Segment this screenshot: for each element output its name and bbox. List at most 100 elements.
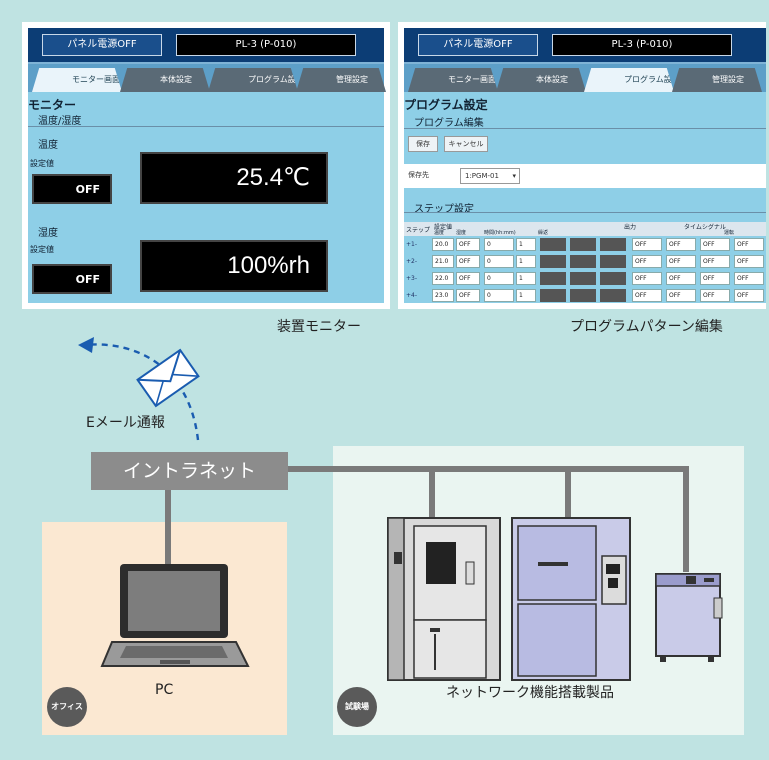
humidity-setpoint[interactable]: OFF <box>32 264 112 294</box>
step-output-select[interactable]: OFF <box>700 289 730 302</box>
step-output-select[interactable]: OFF <box>666 255 696 268</box>
tab-program-settings[interactable]: プログラム設定 <box>584 68 674 92</box>
tab-monitor[interactable]: モニター画面 <box>32 68 122 92</box>
test-chamber-wide-icon <box>511 517 631 681</box>
wire-to-product-2 <box>565 466 571 518</box>
step-repeat-input[interactable]: 1 <box>516 255 536 268</box>
step-output-select[interactable]: OFF <box>700 255 730 268</box>
step-repeat-input[interactable]: 1 <box>516 289 536 302</box>
step-output-select[interactable]: OFF <box>666 238 696 251</box>
step-output-select[interactable]: OFF <box>700 238 730 251</box>
program-display: PL-3 (P-010) <box>176 34 356 56</box>
humidity-reading: 100%rh <box>140 240 328 292</box>
step-output-select[interactable]: OFF <box>734 289 764 302</box>
step-output-select[interactable]: OFF <box>632 272 662 285</box>
header-operation: 運転 <box>724 230 735 236</box>
temperature-setpoint[interactable]: OFF <box>32 174 112 204</box>
step-output-select[interactable]: OFF <box>700 272 730 285</box>
divider <box>404 128 766 129</box>
step-output-select[interactable]: OFF <box>632 289 662 302</box>
destination-label: 保存先 <box>408 171 429 179</box>
step-disabled-cell <box>600 238 626 251</box>
step-time-input[interactable]: 0 <box>484 255 514 268</box>
step-repeat-input[interactable]: 1 <box>516 238 536 251</box>
destination-value: 1:PGM-01 <box>465 172 499 180</box>
divider <box>28 126 384 127</box>
header-repeat: 繰返 <box>538 230 549 236</box>
step-output-select[interactable]: OFF <box>632 255 662 268</box>
save-button[interactable]: 保存 <box>408 136 438 152</box>
humidity-heading: 湿度 <box>38 228 58 239</box>
laptop-pc-icon <box>100 564 250 667</box>
temperature-heading: 温度 <box>38 140 58 151</box>
program-edit-section: プログラム編集 <box>414 118 484 129</box>
temperature-setpoint-label: 設定値 <box>30 159 54 168</box>
step-humidity-input[interactable]: OFF <box>456 255 480 268</box>
test-chamber-tall-icon <box>387 517 501 681</box>
tab-admin-settings[interactable]: 管理設定 <box>672 68 762 92</box>
header-step: ステップ <box>406 227 431 234</box>
page-title: プログラム設定 <box>404 98 488 112</box>
step-label[interactable]: +1- <box>406 241 418 248</box>
tab-program-settings[interactable]: プログラム設定 <box>208 68 298 92</box>
step-label[interactable]: +4- <box>406 292 418 299</box>
step-repeat-input[interactable]: 1 <box>516 272 536 285</box>
tab-main-settings[interactable]: 本体設定 <box>496 68 586 92</box>
program-caption: プログラムパターン編集 <box>570 319 723 335</box>
tab-admin-settings[interactable]: 管理設定 <box>296 68 386 92</box>
step-disabled-cell <box>600 289 626 302</box>
step-time-input[interactable]: 0 <box>484 289 514 302</box>
panel-power-button[interactable]: パネル電源OFF <box>418 34 538 56</box>
tab-monitor[interactable]: モニター画面 <box>408 68 498 92</box>
step-label[interactable]: +2- <box>406 258 418 265</box>
step-humidity-input[interactable]: OFF <box>456 238 480 251</box>
step-time-input[interactable]: 0 <box>484 238 514 251</box>
email-caption: Eメール通報 <box>86 415 165 431</box>
step-humidity-input[interactable]: OFF <box>456 289 480 302</box>
step-output-select[interactable]: OFF <box>632 238 662 251</box>
step-output-select[interactable]: OFF <box>666 272 696 285</box>
step-disabled-cell <box>570 272 596 285</box>
header-time-signal: タイムシグナル <box>684 224 726 231</box>
step-output-select[interactable]: OFF <box>734 272 764 285</box>
step-disabled-cell <box>540 272 566 285</box>
step-temp-input[interactable]: 23.0 <box>432 289 454 302</box>
title-bar: パネル電源OFF PL-3 (P-010) <box>28 28 384 64</box>
step-output-select[interactable]: OFF <box>734 238 764 251</box>
step-humidity-input[interactable]: OFF <box>456 272 480 285</box>
temperature-reading: 25.4℃ <box>140 152 328 204</box>
tab-main-settings[interactable]: 本体設定 <box>120 68 210 92</box>
chevron-down-icon: ▾ <box>512 172 516 180</box>
step-time-input[interactable]: 0 <box>484 272 514 285</box>
test-chamber-small-icon <box>655 573 723 662</box>
step-label[interactable]: +3- <box>406 275 418 282</box>
step-temp-input[interactable]: 21.0 <box>432 255 454 268</box>
header-temperature: 温度 <box>434 230 445 236</box>
header-setpoint: 設定値 <box>434 224 453 231</box>
step-disabled-cell <box>570 255 596 268</box>
cancel-button[interactable]: キャンセル <box>444 136 488 152</box>
header-humidity: 湿度 <box>456 230 467 236</box>
destination-select[interactable]: 1:PGM-01 ▾ <box>460 168 520 184</box>
tab-bar: モニター画面 本体設定 プログラム設定 管理設定 <box>404 64 766 92</box>
step-disabled-cell <box>570 289 596 302</box>
destination-bar: 保存先 1:PGM-01 ▾ <box>404 164 766 188</box>
step-disabled-cell <box>540 238 566 251</box>
intranet-box: イントラネット <box>91 452 288 490</box>
wire-to-product-3 <box>683 466 689 572</box>
step-temp-input[interactable]: 22.0 <box>432 272 454 285</box>
step-output-select[interactable]: OFF <box>734 255 764 268</box>
monitor-caption: 装置モニター <box>277 319 361 335</box>
step-temp-input[interactable]: 20.0 <box>432 238 454 251</box>
panel-power-button[interactable]: パネル電源OFF <box>42 34 162 56</box>
step-disabled-cell <box>570 238 596 251</box>
divider <box>404 212 766 213</box>
step-disabled-cell <box>600 255 626 268</box>
step-output-select[interactable]: OFF <box>666 289 696 302</box>
